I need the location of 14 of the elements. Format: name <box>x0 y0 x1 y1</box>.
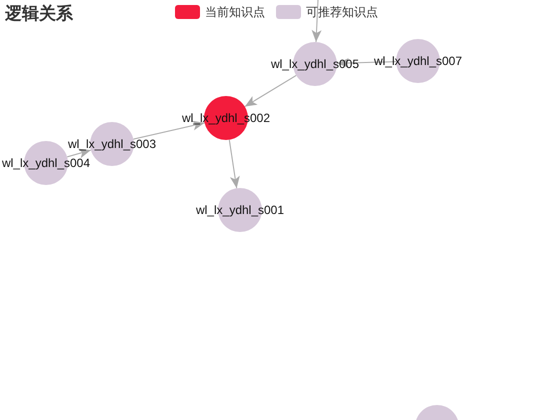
node-label: wl_lx_ydhl_s007 <box>374 54 462 68</box>
arrow <box>228 139 240 189</box>
node-label: wl_lx_ydhl_s004 <box>2 156 90 170</box>
legend-label: 可推荐知识点 <box>306 4 378 20</box>
diagram-title: 逻辑关系 <box>5 3 73 25</box>
arrow <box>244 74 297 108</box>
arrow <box>312 0 322 43</box>
node-label: wl_lx_ydhl_s005 <box>270 57 360 71</box>
arrow <box>66 148 92 158</box>
legend-label: 当前知识点 <box>205 4 265 20</box>
node-label: wl_lx_ydhl_s003 <box>68 137 156 151</box>
node-label: wl_lx_ydhl_s001 <box>196 203 284 217</box>
arrow <box>132 120 206 140</box>
arrow <box>336 58 396 68</box>
